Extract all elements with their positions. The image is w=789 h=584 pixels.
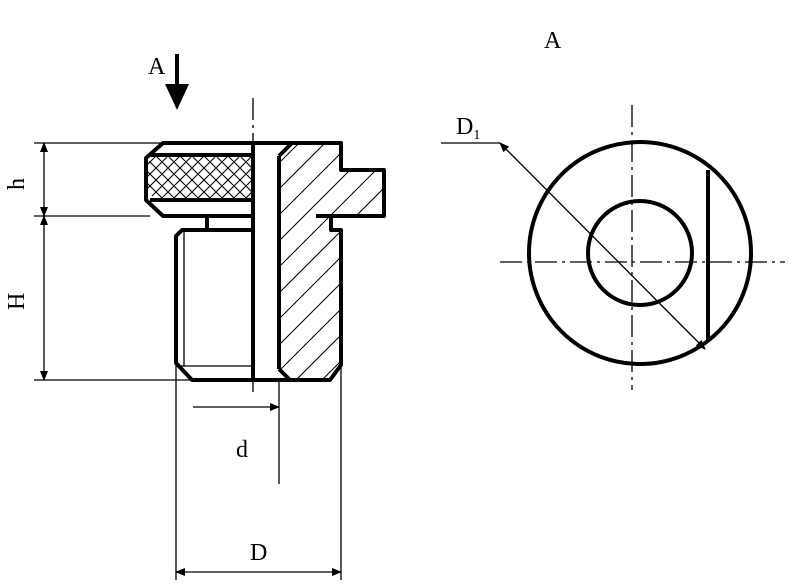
view-arrow-head [165, 84, 189, 110]
bore-chamfer-bottom [277, 367, 292, 382]
knurled-head-fill [146, 155, 253, 200]
outer-circle [527, 140, 753, 366]
top-view: A D1 [441, 28, 785, 390]
dim-label-d: d [236, 437, 248, 463]
front-view: A [144, 54, 386, 392]
dim-label-H: H [4, 293, 30, 310]
view-arrow-label: A [148, 54, 166, 80]
dim-label-h: h [4, 178, 30, 190]
view-title: A [544, 28, 562, 54]
dim-label-D1: D1 [456, 114, 480, 143]
dim-label-D1-subscript: 1 [473, 128, 480, 143]
front-dimensions: h H d D [4, 142, 342, 580]
section-hatch [279, 143, 384, 380]
dim-label-D1-main: D [456, 114, 473, 140]
body-outline-left [174, 228, 253, 382]
head-outline [144, 141, 253, 218]
dim-line-D1 [499, 142, 706, 350]
inner-circle [586, 199, 694, 307]
bore-chamfer-top [277, 141, 294, 158]
dim-label-D: D [250, 540, 267, 566]
